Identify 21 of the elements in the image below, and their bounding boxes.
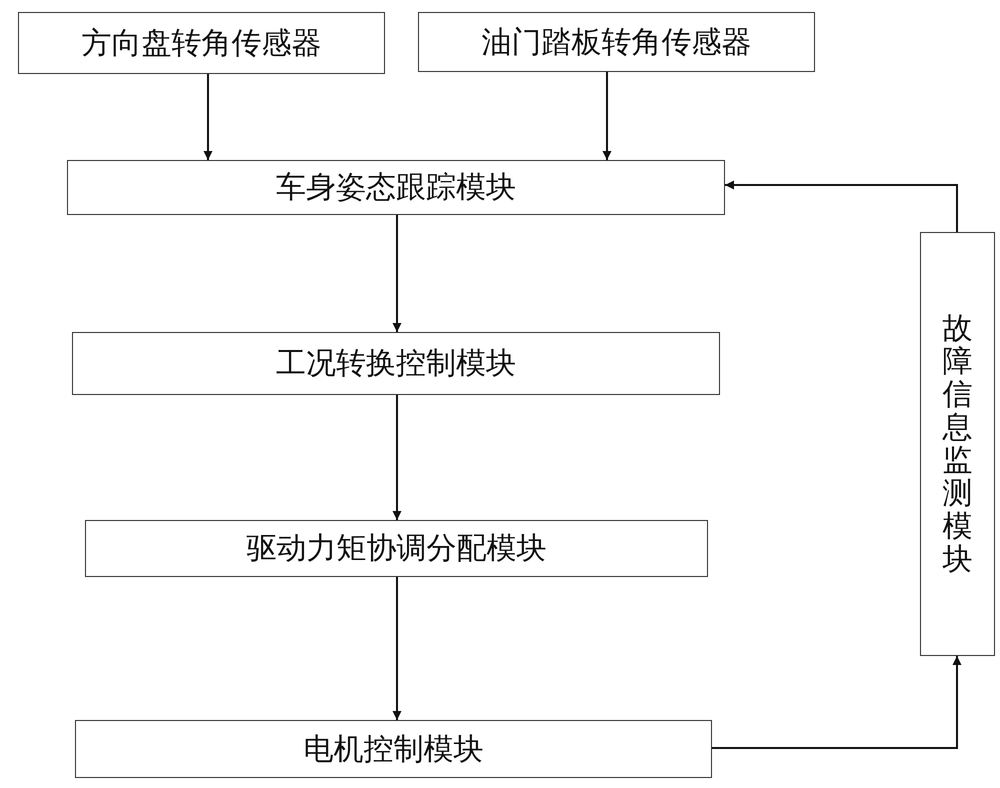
module-box xyxy=(67,160,725,215)
vertical-module-box xyxy=(920,232,995,656)
sensor-box xyxy=(18,12,385,74)
module-box xyxy=(85,520,708,577)
box-label: 电机控制模块 xyxy=(304,730,484,768)
box-label: 驱动力矩协调分配模块 xyxy=(246,530,546,568)
arrow xyxy=(725,180,958,232)
sensor-box xyxy=(418,12,815,72)
box-label: 车身姿态跟踪模块 xyxy=(276,169,516,207)
module-box xyxy=(75,720,712,778)
arrow xyxy=(392,395,402,520)
arrow xyxy=(392,215,402,332)
arrow xyxy=(204,74,212,160)
arrow xyxy=(392,577,402,720)
box-label: 方向盘转角传感器 xyxy=(82,24,322,62)
module-box xyxy=(72,332,720,395)
arrow xyxy=(602,72,612,160)
box-label: 故障信息监测模块 xyxy=(942,312,972,576)
box-label: 工况转换控制模块 xyxy=(276,345,516,383)
box-label: 油门踏板转角传感器 xyxy=(482,24,752,62)
arrow xyxy=(712,656,962,749)
